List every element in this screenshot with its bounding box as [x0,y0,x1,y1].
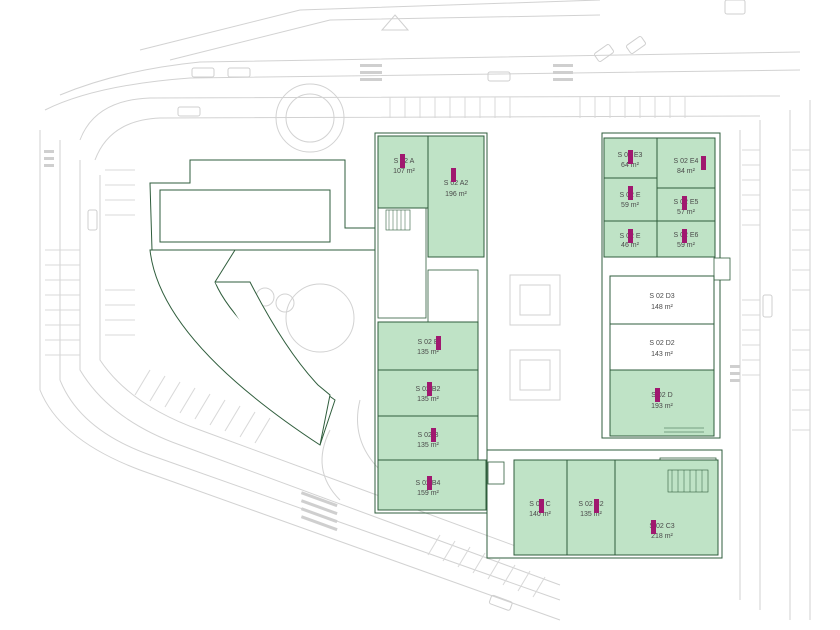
parking-left [45,169,135,356]
unit-d2-size: 143 m² [651,351,673,358]
unit-c3-marker-icon[interactable] [651,520,656,534]
unit-d3-name: S 02 D3 [649,293,674,300]
unit-e2-size: 59 m² [621,202,640,209]
unit-a2-size: 196 m² [445,191,467,198]
unit-e6[interactable]: S 02 E6 59 m² [656,220,716,258]
unit-d1-marker-icon[interactable] [655,388,660,402]
unit-c3[interactable]: S 02 C3 218 m² [614,459,719,556]
unit-d1-area[interactable] [609,369,715,437]
unit-e4[interactable]: S 02 E4 84 m² [656,137,716,189]
unit-b1-marker-icon[interactable] [436,336,441,350]
unit-c1[interactable]: S 02 C 140 m² [513,459,568,556]
unit-a1-area[interactable] [377,135,429,209]
unit-b4-size: 159 m² [417,490,439,497]
unit-c3-size: 218 m² [651,533,673,540]
unit-c2-area[interactable] [566,459,616,556]
unit-d3-area[interactable] [609,275,715,325]
unit-e2[interactable]: S 02 E 59 m² [603,177,658,222]
unit-c2-marker-icon[interactable] [594,499,599,513]
unit-e1-marker-icon[interactable] [628,229,633,243]
unit-e6-size: 59 m² [677,242,696,249]
unit-a2[interactable]: S 02 A2 196 m² [427,135,485,258]
unit-e5-size: 57 m² [677,209,696,216]
unit-d1[interactable]: S 02 D 193 m² [609,369,715,437]
unit-b1-name: S 02 B [417,339,438,346]
unit-e1[interactable]: S 02 E 46 m² [603,220,658,258]
existing-buildings [149,159,376,446]
unit-d2-name: S 02 D2 [649,340,674,347]
unit-c1-size: 140 m² [529,511,551,518]
unit-c2-name: S 02 C2 [578,501,603,508]
unit-c1-marker-icon[interactable] [539,499,544,513]
unit-e5[interactable]: S 02 E5 57 m² [656,187,716,222]
unit-e3-marker-icon[interactable] [628,150,633,164]
parked-cars [87,0,773,611]
unit-c3-area[interactable] [614,459,719,556]
unit-d2[interactable]: S 02 D2 143 m² [609,323,715,371]
crosswalks [44,64,740,532]
courtyard [380,14,561,401]
unit-b3-marker-icon[interactable] [431,428,436,442]
stairs [385,209,709,493]
unit-c2-size: 135 m² [580,511,602,518]
parking-bottom [134,369,546,598]
unit-d3[interactable]: S 02 D3 148 m² [609,275,715,325]
unit-b3-size: 135 m² [417,442,439,449]
unit-e5-marker-icon[interactable] [682,196,687,210]
unit-b1-size: 135 m² [417,349,439,356]
unit-b2[interactable]: S 02 B2 135 m² [377,369,479,417]
unit-e4-name: S 02 E4 [674,158,699,165]
parking-right [742,149,810,431]
unit-c3-name: S 02 C3 [649,523,674,530]
road-network [39,0,811,621]
unit-a2-area[interactable] [427,135,485,258]
unit-e3-size: 64 m² [621,162,640,169]
unit-b3-area[interactable] [377,415,479,461]
unit-b3-name: S 02 B [417,432,438,439]
unit-e3[interactable]: S 02 E3 64 m² [603,137,658,179]
unit-b4-marker-icon[interactable] [427,476,432,490]
unit-d3-size: 148 m² [651,304,673,311]
unit-a1-marker-icon[interactable] [400,154,405,168]
unit-e6-marker-icon[interactable] [682,229,687,243]
unit-b2-marker-icon[interactable] [427,382,432,396]
unit-b1[interactable]: S 02 B 135 m² [377,321,479,371]
unit-a2-name: S 02 A2 [444,180,469,187]
unit-d1-size: 193 m² [651,403,673,410]
unit-c2[interactable]: S 02 C2 135 m² [566,459,616,556]
unit-a1[interactable]: S 02 A 107 m² [377,135,429,209]
unit-e4-marker-icon[interactable] [701,156,706,170]
unit-a1-size: 107 m² [393,168,415,175]
unit-b4[interactable]: S 02 B4 159 m² [377,459,487,511]
unit-e2-marker-icon[interactable] [628,186,633,200]
unit-b2-size: 135 m² [417,396,439,403]
unit-a2-marker-icon[interactable] [451,168,456,182]
unit-b1-area[interactable] [377,321,479,371]
unit-d1-name: S 02 D [651,392,672,399]
parking-top [389,97,686,118]
unit-e4-size: 84 m² [677,168,696,175]
unit-e1-size: 46 m² [621,242,640,249]
unit-d2-area[interactable] [609,323,715,371]
unit-b3[interactable]: S 02 B 135 m² [377,415,479,461]
